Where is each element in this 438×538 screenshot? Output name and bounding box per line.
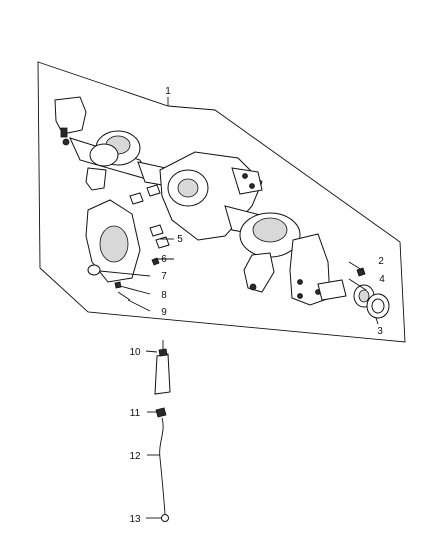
callout-2: 2 xyxy=(378,256,384,267)
callout-8: 8 xyxy=(161,290,167,301)
fill-plug xyxy=(87,264,101,276)
callout-6: 6 xyxy=(161,254,167,265)
callout-13: 13 xyxy=(129,514,141,525)
callout-11: 11 xyxy=(130,408,141,419)
assembly-frame xyxy=(37,61,406,343)
drain-plug xyxy=(114,281,122,289)
callout-12: 12 xyxy=(129,451,141,462)
axle-assembly xyxy=(54,96,347,306)
sealant-tube xyxy=(154,340,171,395)
callout-9: 9 xyxy=(161,307,167,318)
callout-3: 3 xyxy=(377,326,383,337)
bearing-caps xyxy=(129,184,170,249)
callout-10: 10 xyxy=(129,347,141,358)
stud xyxy=(117,291,131,301)
callout-4: 4 xyxy=(379,274,385,285)
callout-1: 1 xyxy=(165,86,171,97)
axle-bolt xyxy=(356,267,366,277)
leader-lines xyxy=(99,97,379,519)
vent-hose xyxy=(155,407,169,522)
callout-7: 7 xyxy=(161,271,167,282)
callout-5: 5 xyxy=(177,234,183,245)
